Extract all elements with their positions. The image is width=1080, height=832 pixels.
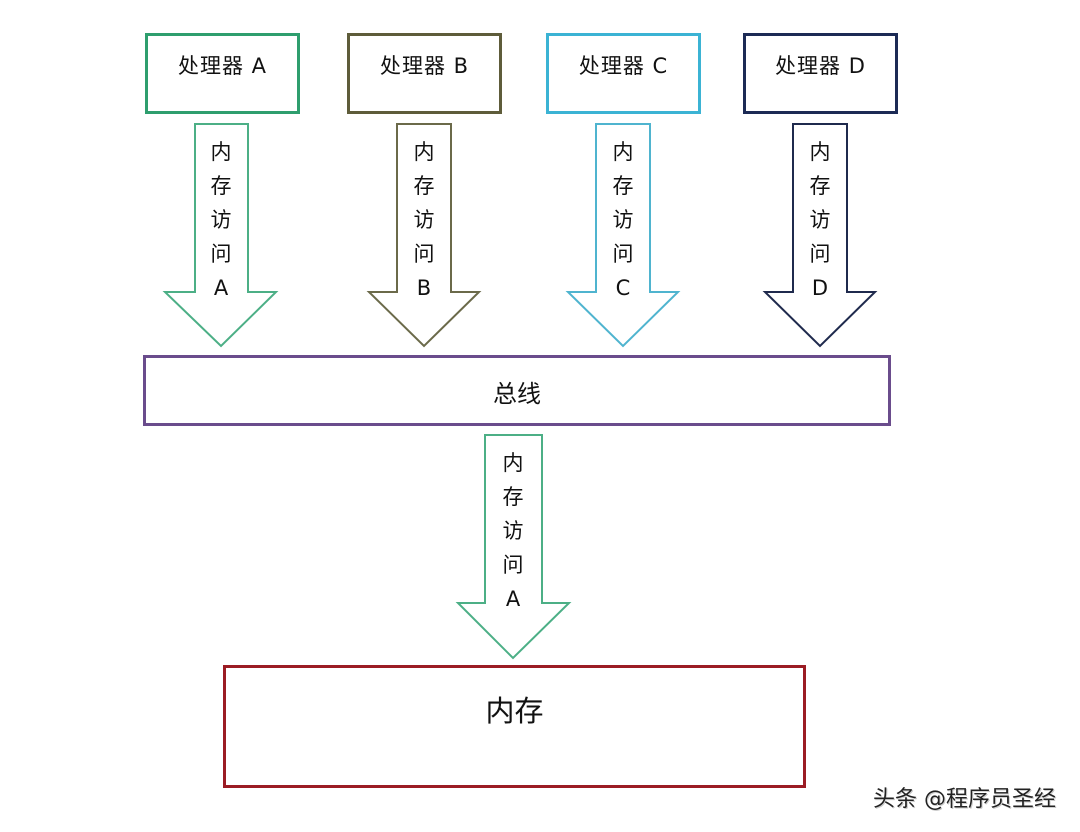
arrow-a-text: 内 存 访 问 A: [201, 135, 241, 305]
arrow-c-char: 访: [612, 208, 634, 232]
arrow-b-char: B: [416, 276, 432, 300]
arrow-a-char: A: [213, 276, 229, 300]
bus-to-memory-arrow: [455, 434, 572, 660]
processor-d-label: 处理器 D: [775, 54, 866, 78]
processor-a-label: 处理器 A: [177, 54, 268, 78]
arrow-b-char: 问: [413, 242, 435, 266]
processor-c-box: 处理器 C: [546, 33, 701, 114]
arrow-d-char: 访: [809, 208, 831, 232]
processor-b-label: 处理器 B: [379, 54, 470, 78]
bus-arrow-char: 内: [502, 451, 524, 475]
arrow-d-text: 内 存 访 问 D: [800, 135, 840, 305]
bus-arrow-char: 存: [502, 485, 524, 509]
processor-a-box: 处理器 A: [145, 33, 300, 114]
memory-access-arrow-c: [565, 123, 681, 348]
arrow-a-char: 内: [210, 140, 232, 164]
memory-access-arrow-d: [762, 123, 878, 348]
watermark: 头条 @程序员圣经: [873, 787, 1056, 812]
bus-arrow-char: 问: [502, 553, 524, 577]
bus-label: 总线: [493, 380, 541, 408]
arrow-c-char: C: [615, 276, 631, 300]
arrow-c-char: 问: [612, 242, 634, 266]
arrow-b-char: 内: [413, 140, 435, 164]
arrow-a-char: 问: [210, 242, 232, 266]
bus-box: 总线: [143, 355, 891, 426]
arrow-c-char: 内: [612, 140, 634, 164]
arrow-d-char: 问: [809, 242, 831, 266]
memory-label: 内存: [485, 694, 544, 728]
memory-access-arrow-b: [366, 123, 482, 348]
processor-c-label: 处理器 C: [578, 54, 669, 78]
bus-arrow-char: 访: [502, 519, 524, 543]
arrow-b-text: 内 存 访 问 B: [404, 135, 444, 305]
processor-d-box: 处理器 D: [743, 33, 898, 114]
bus-arrow-text: 内 存 访 问 A: [493, 446, 533, 616]
arrow-c-text: 内 存 访 问 C: [603, 135, 643, 305]
memory-box: 内存: [223, 665, 806, 788]
processor-b-box: 处理器 B: [347, 33, 502, 114]
arrow-d-char: 内: [809, 140, 831, 164]
bus-arrow-char: A: [505, 587, 521, 611]
arrow-c-char: 存: [612, 174, 634, 198]
arrow-b-char: 访: [413, 208, 435, 232]
arrow-d-char: D: [811, 276, 829, 300]
arrow-d-char: 存: [809, 174, 831, 198]
arrow-a-char: 访: [210, 208, 232, 232]
arrow-a-char: 存: [210, 174, 232, 198]
memory-access-arrow-a: [162, 123, 279, 348]
arrow-b-char: 存: [413, 174, 435, 198]
